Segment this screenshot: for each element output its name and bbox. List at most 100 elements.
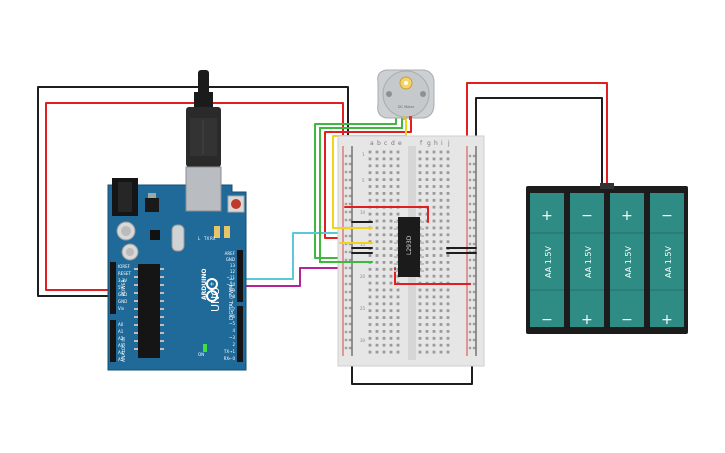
breadboard-hole[interactable] [432,240,436,244]
breadboard-hole[interactable] [396,198,400,202]
dc-motor[interactable]: DC Motor [377,69,435,120]
breadboard-hole[interactable] [425,350,429,354]
rail-hole[interactable] [348,330,352,334]
rail-hole[interactable] [468,306,472,310]
breadboard-hole[interactable] [432,336,436,340]
rail-hole[interactable] [468,226,472,230]
breadboard-hole[interactable] [368,171,372,175]
breadboard-hole[interactable] [425,309,429,313]
breadboard-hole[interactable] [375,171,379,175]
breadboard-hole[interactable] [389,212,393,216]
breadboard-hole[interactable] [439,316,443,319]
breadboard-hole[interactable] [418,350,422,354]
breadboard-hole[interactable] [439,233,443,237]
rail-hole[interactable] [468,186,472,190]
breadboard-hole[interactable] [375,233,379,237]
breadboard-hole[interactable] [439,150,443,154]
breadboard-hole[interactable] [439,295,443,299]
battery-pack[interactable]: +−AA 1.5V−+AA 1.5V+−AA 1.5V−+AA 1.5V [526,183,688,334]
rail-hole[interactable] [348,234,352,238]
rail-hole[interactable] [348,298,352,302]
breadboard-hole[interactable] [389,281,393,285]
breadboard-hole[interactable] [439,350,443,354]
breadboard-hole[interactable] [382,164,386,168]
breadboard-hole[interactable] [382,219,386,223]
breadboard-hole[interactable] [368,178,372,181]
breadboard-hole[interactable] [432,150,436,154]
breadboard-hole[interactable] [382,330,386,333]
rail-hole[interactable] [472,258,476,262]
rail-hole[interactable] [344,178,348,182]
breadboard-hole[interactable] [382,198,386,202]
breadboard-hole[interactable] [446,171,450,175]
rail-hole[interactable] [472,194,476,198]
breadboard-hole[interactable] [382,295,386,299]
rail-hole[interactable] [472,170,476,174]
rail-hole[interactable] [348,218,352,222]
breadboard-hole[interactable] [389,150,393,154]
rail-hole[interactable] [348,154,352,158]
breadboard-hole[interactable] [389,240,393,244]
breadboard-hole[interactable] [368,295,372,299]
rail-hole[interactable] [472,202,476,206]
rail-hole[interactable] [472,218,476,222]
rail-hole[interactable] [344,154,348,158]
breadboard-hole[interactable] [368,330,372,333]
rail-hole[interactable] [468,274,472,278]
breadboard-hole[interactable] [425,336,429,340]
breadboard-hole[interactable] [368,254,372,257]
breadboard-hole[interactable] [396,150,400,154]
breadboard-hole[interactable] [425,157,429,161]
breadboard-hole[interactable] [382,288,386,292]
breadboard-hole[interactable] [418,178,422,181]
breadboard-hole[interactable] [425,323,429,326]
breadboard-hole[interactable] [432,205,436,209]
breadboard-hole[interactable] [425,247,429,250]
breadboard-hole[interactable] [368,150,372,154]
rail-hole[interactable] [472,226,476,230]
breadboard-hole[interactable] [439,288,443,292]
breadboard-hole[interactable] [389,316,393,319]
rail-hole[interactable] [348,306,352,310]
breadboard-hole[interactable] [418,164,422,168]
breadboard-hole[interactable] [375,281,379,285]
breadboard-hole[interactable] [382,240,386,244]
breadboard-hole[interactable] [396,350,400,354]
breadboard-hole[interactable] [425,295,429,299]
breadboard-hole[interactable] [425,164,429,168]
breadboard-hole[interactable] [368,288,372,292]
rail-hole[interactable] [344,194,348,198]
rail-hole[interactable] [468,154,472,158]
breadboard-hole[interactable] [368,233,372,237]
breadboard-hole[interactable] [375,350,379,354]
rail-hole[interactable] [348,170,352,174]
breadboard-hole[interactable] [425,150,429,154]
breadboard-hole[interactable] [439,336,443,340]
breadboard-hole[interactable] [439,261,443,264]
breadboard-hole[interactable] [432,171,436,175]
breadboard-hole[interactable] [382,254,386,257]
breadboard-hole[interactable] [389,233,393,237]
rail-hole[interactable] [468,218,472,222]
breadboard-hole[interactable] [446,164,450,168]
breadboard-hole[interactable] [375,343,379,347]
breadboard-hole[interactable] [375,295,379,299]
rail-hole[interactable] [472,274,476,278]
breadboard-hole[interactable] [375,261,379,264]
breadboard-hole[interactable] [439,226,443,230]
breadboard-hole[interactable] [396,295,400,299]
breadboard-hole[interactable] [439,178,443,181]
rail-hole[interactable] [468,322,472,326]
breadboard-hole[interactable] [396,343,400,347]
rail-hole[interactable] [468,338,472,342]
breadboard-hole[interactable] [375,316,379,319]
breadboard-hole[interactable] [446,350,450,354]
breadboard-hole[interactable] [368,336,372,340]
breadboard-hole[interactable] [425,274,429,278]
rail-hole[interactable] [344,274,348,278]
breadboard-hole[interactable] [375,198,379,202]
rail-hole[interactable] [468,242,472,246]
breadboard-hole[interactable] [382,233,386,237]
rail-hole[interactable] [344,162,348,166]
rail-hole[interactable] [348,346,352,350]
